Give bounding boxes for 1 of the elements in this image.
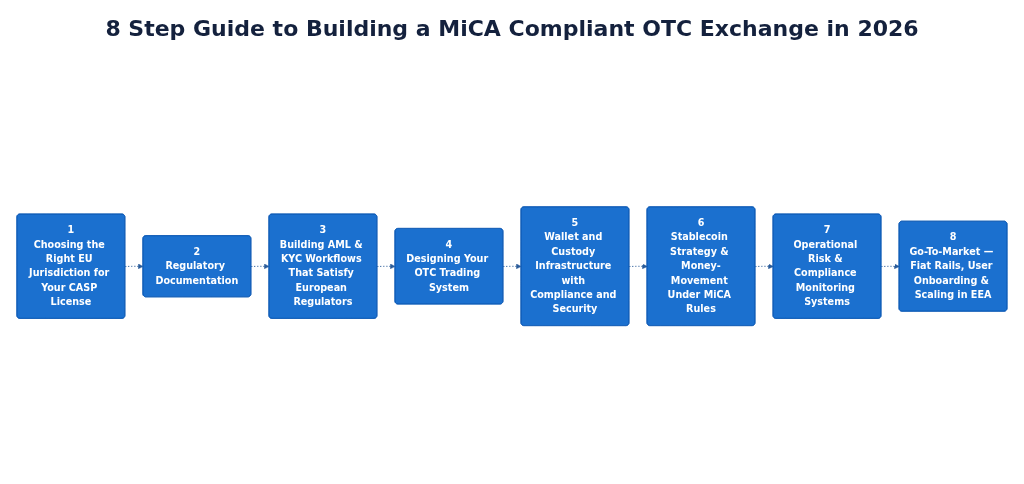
title: 8 Step Guide to Building a MiCA Compliant OTC Exchange in 2026: [105, 16, 919, 41]
